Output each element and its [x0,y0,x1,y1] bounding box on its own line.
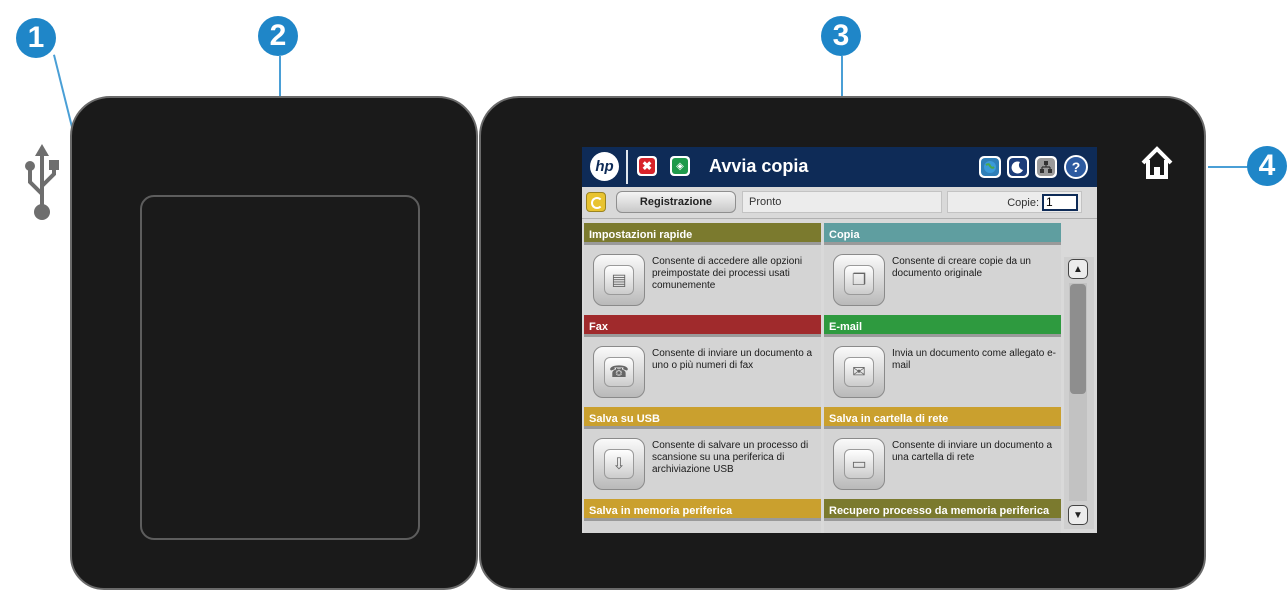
app-tile-title: Salva in cartella di rete [824,407,1061,429]
title-bar: hp ✖ ◈ Avvia copia ? [582,147,1097,187]
stop-icon: ✖ [639,158,655,174]
app-tile-description: Consente di creare copie da un documento… [892,256,1031,279]
app-tile-title: E-mail [824,315,1061,337]
status-bar: Registrazione Pronto Copie: 1 [582,187,1097,219]
sleep-button[interactable] [1007,156,1029,178]
copies-input[interactable]: 1 [1042,194,1078,211]
app-tile-description: Invia un documento come allegato e-mail [892,348,1056,371]
globe-icon [981,158,999,176]
callout-4: 4 [1247,146,1287,186]
copies-field: Copie: 1 [947,191,1082,213]
fax-icon: ☎ [604,357,634,387]
moon-icon [1009,158,1027,176]
home-icon[interactable] [1139,145,1175,181]
title-separator [626,150,628,184]
app-tile-description: Consente di accedere alle opzioni preimp… [652,256,803,291]
scroll-down-button[interactable]: ▼ [1068,505,1088,525]
copy-icon: ❐ [844,265,874,295]
app-tile[interactable]: Copia ❐ Consente di creare copie da un doc… [824,223,1061,317]
refresh-icon[interactable] [586,192,606,212]
language-button[interactable] [979,156,1001,178]
hp-logo: hp [590,152,619,181]
help-icon[interactable]: ? [1064,155,1088,179]
start-button[interactable]: ◈ [670,156,690,176]
callout-1: 1 [16,18,56,58]
app-tile-description: Consente di inviare un documento a una c… [892,440,1053,463]
app-tile-icon-button[interactable]: ⇩ [593,438,645,490]
app-tile-icon-button[interactable]: ✉ [833,346,885,398]
app-tile[interactable]: Fax ☎ Consente di inviare un documento a u… [584,315,821,409]
page-title: Avvia copia [709,156,809,176]
hardware-integration-pocket [140,195,420,540]
app-tile[interactable]: E-mail ✉ Invia un documento come allegato … [824,315,1061,409]
email-icon: ✉ [844,357,874,387]
app-tile-title: Fax [584,315,821,337]
callout-2: 2 [258,16,298,56]
app-tile[interactable]: Salva in memoria periferica [584,499,821,533]
app-tile-title: Salva in memoria periferica [584,499,821,521]
app-tile-title: Recupero processo da memoria periferica [824,499,1061,521]
app-tile[interactable]: Salva su USB ⇩ Consente di salvare un proc… [584,407,821,501]
callout-line-3a [841,56,843,121]
app-tile-icon-button[interactable]: ☎ [593,346,645,398]
app-tile-icon-button[interactable]: ▭ [833,438,885,490]
start-icon: ◈ [672,158,688,174]
app-tile[interactable]: Impostazioni rapide ▤ Consente di accedere… [584,223,821,317]
app-tile-title: Salva su USB [584,407,821,429]
callout-3: 3 [821,16,861,56]
app-tile[interactable]: Recupero processo da memoria periferica [824,499,1061,533]
scroll-thumb[interactable] [1070,284,1086,394]
save-usb-icon: ⇩ [604,449,634,479]
app-tile-icon-button[interactable]: ▤ [593,254,645,306]
network-button[interactable] [1035,156,1057,178]
left-panel [70,96,478,590]
scroll-up-button[interactable]: ▲ [1068,259,1088,279]
stop-button[interactable]: ✖ [637,156,657,176]
scrollbar[interactable]: ▲ ▼ [1064,257,1094,529]
app-tile-title: Copia [824,223,1061,245]
sign-in-button[interactable]: Registrazione [616,191,736,213]
app-tile-title: Impostazioni rapide [584,223,821,245]
status-text: Pronto [742,191,942,213]
app-tile-icon-button[interactable]: ❐ [833,254,885,306]
quick-sets-icon: ▤ [604,265,634,295]
touchscreen: hp ✖ ◈ Avvia copia ? Registrazione Pront… [582,147,1097,533]
app-tile-description: Consente di salvare un processo di scans… [652,440,809,475]
network-folder-icon: ▭ [844,449,874,479]
copies-label: Copie: [1007,197,1039,209]
app-tile[interactable]: Salva in cartella di rete ▭ Consente di in… [824,407,1061,501]
usb-icon [25,144,59,220]
network-icon [1037,158,1055,176]
app-tile-description: Consente di inviare un documento a uno o… [652,348,813,371]
callout-line-4 [1208,166,1248,168]
